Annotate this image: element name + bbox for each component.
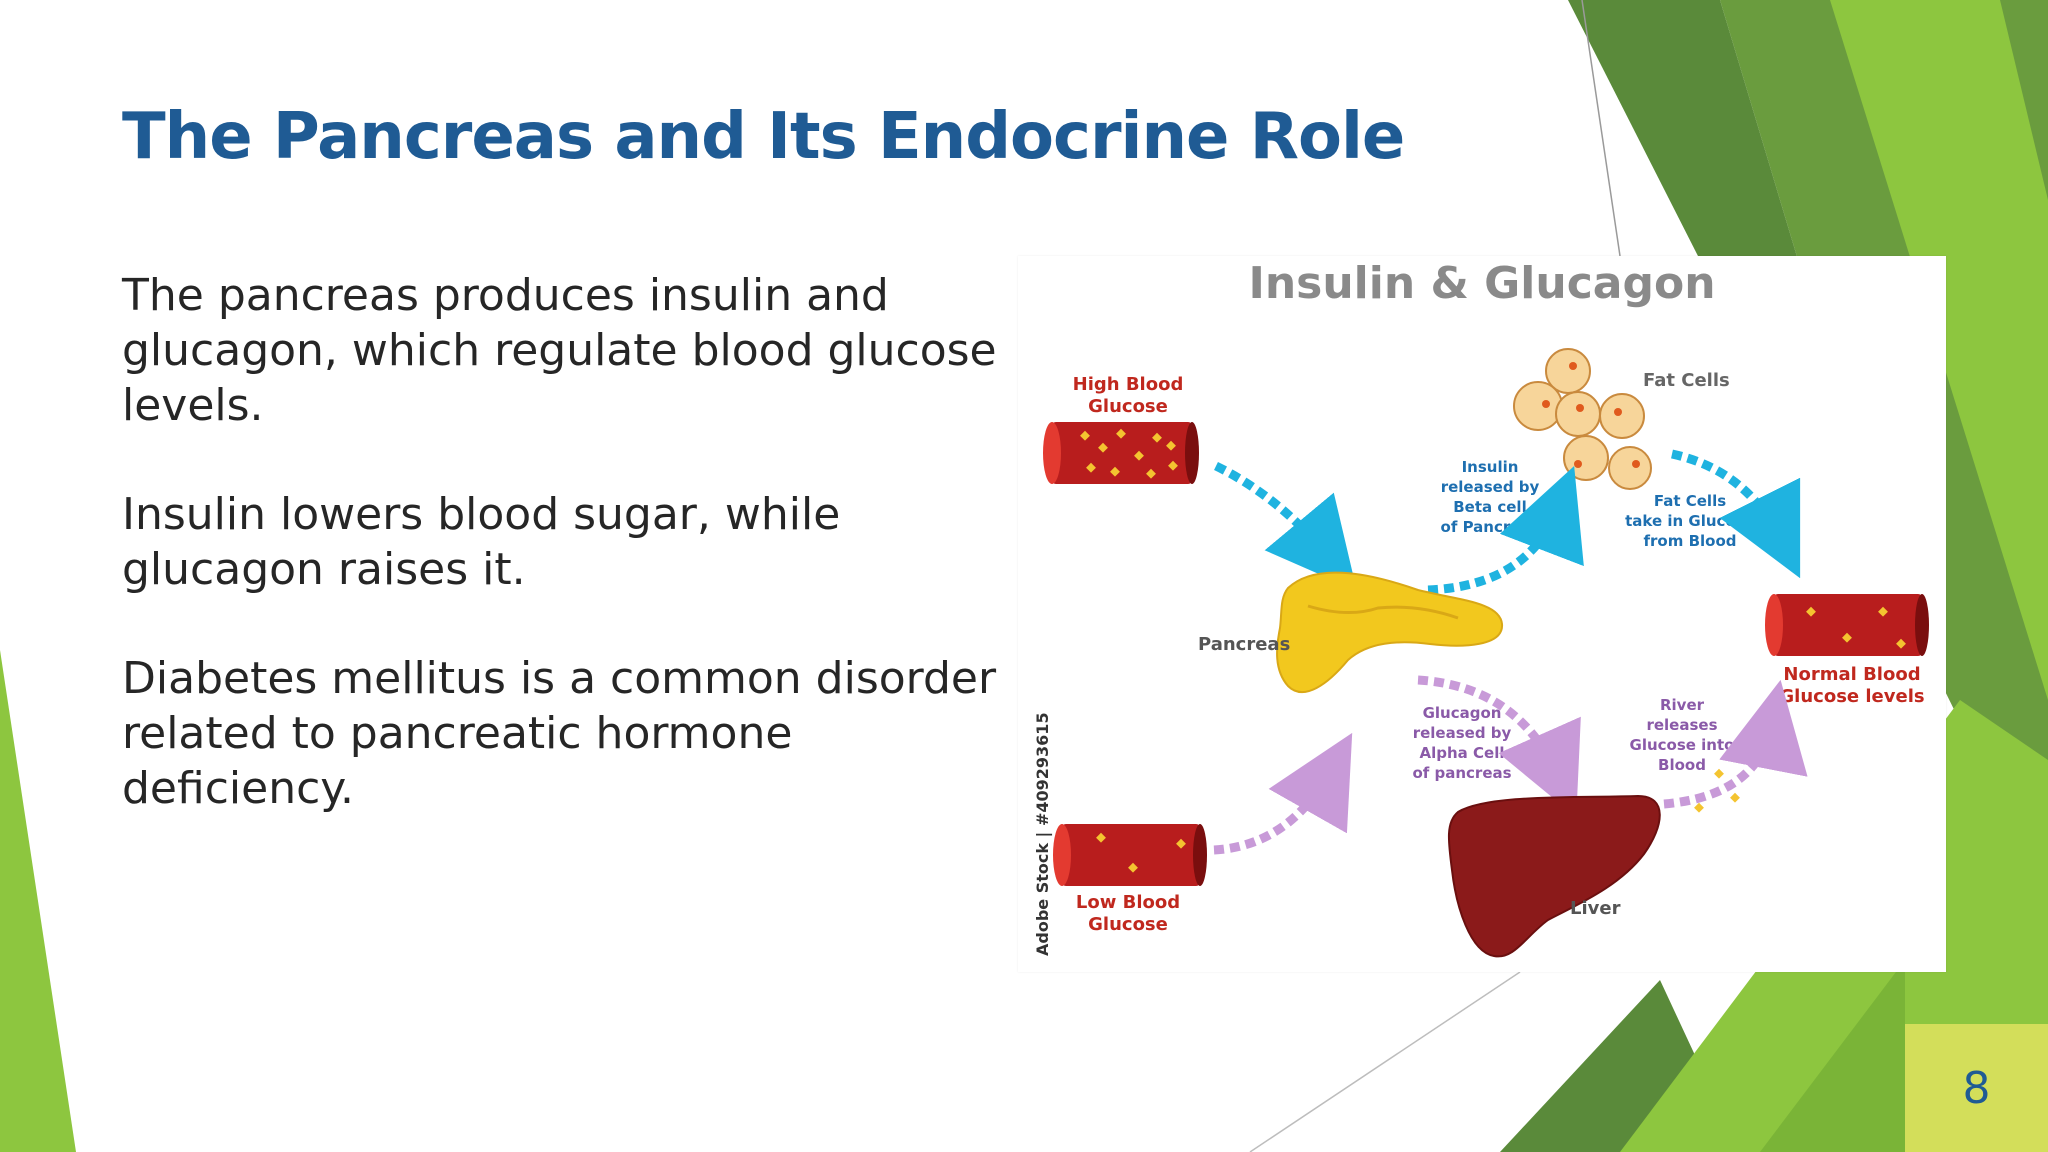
arrow-fat-to-normal — [1671, 449, 1801, 579]
label-insulin-3: Beta cell — [1453, 498, 1526, 516]
fat-cells — [1513, 348, 1652, 490]
green-shape-bottom-mid — [1760, 960, 1905, 1152]
page-number: 8 — [1962, 1062, 1991, 1114]
paragraph-1: The pancreas produces insulin and glucag… — [122, 270, 997, 431]
label-fat-take-1: Fat Cells — [1654, 492, 1726, 510]
label-normal-glucose-2: Glucose levels — [1779, 686, 1924, 707]
deco-line-bottom — [1249, 971, 1521, 1152]
paragraph-2: Insulin lowers blood sugar, while glucag… — [122, 489, 841, 595]
label-fat-take-2: take in Glucose — [1625, 512, 1755, 530]
label-fat-cells: Fat Cells — [1643, 370, 1730, 391]
label-glucagon-2: released by — [1413, 724, 1512, 742]
label-glucagon-4: of pancreas — [1412, 764, 1511, 782]
stock-watermark: Adobe Stock | #409293615 — [1033, 712, 1053, 956]
label-high-glucose-1: High Blood — [1073, 374, 1184, 395]
pancreas-duct — [1307, 604, 1459, 620]
label-river-3: Glucose into — [1630, 736, 1735, 754]
arrow-low-to-pancreas — [1213, 732, 1353, 855]
label-normal-glucose-1: Normal Blood — [1783, 664, 1920, 685]
label-insulin-4: of Pancreas — [1441, 518, 1540, 536]
label-river-2: releases — [1646, 716, 1717, 734]
label-low-glucose-2: Glucose — [1088, 914, 1168, 935]
pancreas-organ — [1276, 571, 1504, 693]
label-fat-take-3: from Blood — [1643, 532, 1736, 550]
liver-organ — [1447, 794, 1661, 958]
slide-body: The pancreas produces insulin and glucag… — [122, 268, 1002, 870]
label-pancreas: Pancreas — [1198, 634, 1290, 655]
label-glucagon-3: Alpha Cell — [1420, 744, 1505, 762]
left-green-triangle — [0, 650, 76, 1152]
arrow-pancreas-to-fat — [1427, 466, 1584, 595]
label-glucagon-1: Glucagon — [1423, 704, 1502, 722]
diagram-title: Insulin & Glucagon — [1248, 258, 1715, 309]
arrow-liver-to-normal — [1663, 679, 1808, 809]
high-glucose-vessel — [1043, 422, 1199, 484]
label-low-glucose-1: Low Blood — [1076, 892, 1180, 913]
arrow-high-to-pancreas — [1214, 461, 1357, 591]
label-insulin-2: released by — [1441, 478, 1540, 496]
label-river-4: Blood — [1658, 756, 1706, 774]
diagram-svg: Insulin & Glucagon Adobe Stock | #409293… — [1033, 258, 1929, 958]
label-insulin-1: Insulin — [1462, 458, 1519, 476]
label-river-1: River — [1660, 696, 1705, 714]
page-number-box: 8 — [1905, 1024, 2048, 1152]
low-glucose-vessel — [1053, 824, 1207, 886]
deco-line-top — [1581, 0, 1621, 257]
paragraph-3: Diabetes mellitus is a common disorder r… — [122, 653, 997, 814]
normal-glucose-vessel — [1765, 594, 1929, 656]
label-high-glucose-2: Glucose — [1088, 396, 1168, 417]
insulin-glucagon-diagram: Insulin & Glucagon Adobe Stock | #409293… — [1018, 256, 1946, 972]
fat-cell-nuclei — [1542, 362, 1640, 468]
slide-title: The Pancreas and Its Endocrine Role — [122, 100, 1405, 174]
arrow-pancreas-to-liver — [1417, 675, 1581, 818]
label-liver: Liver — [1570, 898, 1621, 919]
released-glucose-dots — [1694, 768, 1740, 813]
